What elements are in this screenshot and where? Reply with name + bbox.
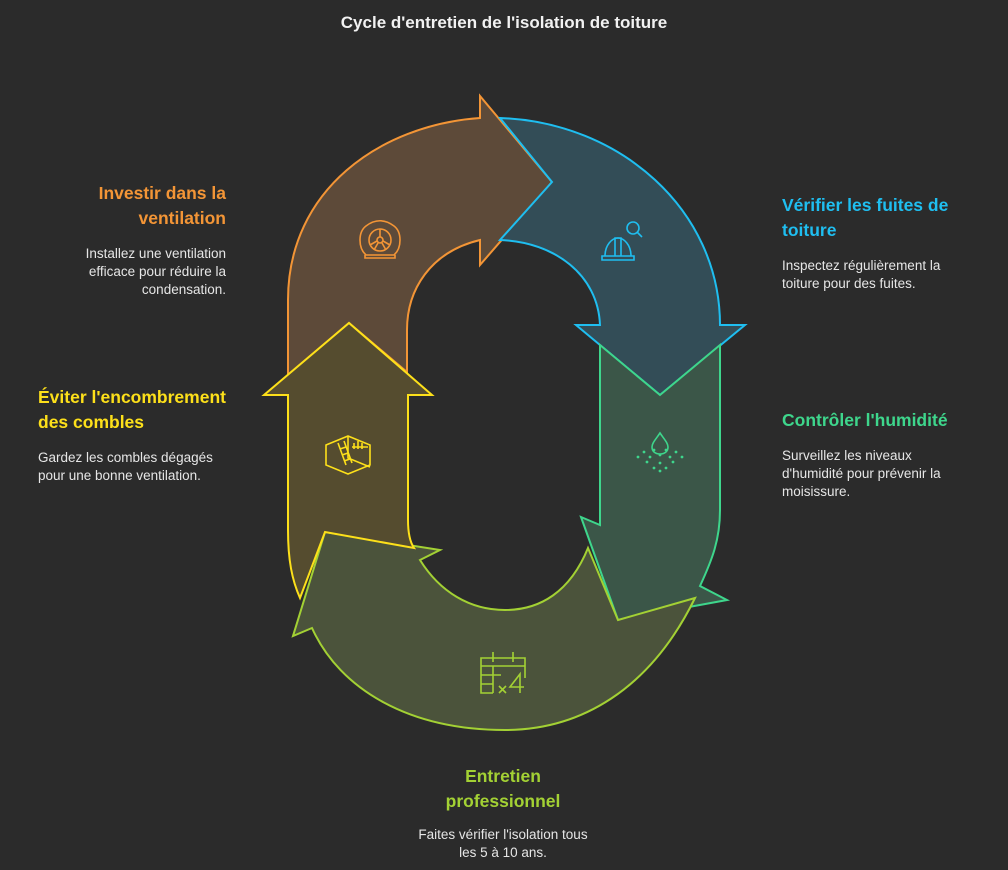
step-title: Éviter l'encombrement des combles <box>38 387 226 432</box>
diagram-title: Cycle d'entretien de l'isolation de toit… <box>340 13 668 32</box>
arrow-entretien <box>291 530 697 732</box>
step-combles: Éviter l'encombrement des combles Gardez… <box>38 385 233 485</box>
step-fuites: Vérifier les fuites de toiture Inspectez… <box>782 193 972 293</box>
calendar-x4-icon <box>480 652 526 694</box>
step-description: Surveillez les niveaux d'humidité pour p… <box>782 448 941 499</box>
droplet-icon <box>636 431 684 473</box>
step-title: Investir dans la ventilation <box>98 183 226 228</box>
step-title: Vérifier les fuites de toiture <box>782 195 949 240</box>
arrow-ventilation <box>287 93 554 378</box>
step-title: Entretien professionnel <box>445 766 561 811</box>
step-description: Installez une ventilation efficace pour … <box>85 246 226 297</box>
step-description: Inspectez régulièrement la toiture pour … <box>782 258 941 291</box>
step-entretien: Entretien professionnel Faites vérifier … <box>403 764 603 862</box>
step-description: Faites vérifier l'isolation tous les 5 à… <box>418 827 588 860</box>
fan-icon <box>359 219 401 259</box>
step-humidite: Contrôler l'humidité Surveillez les nive… <box>782 408 982 501</box>
step-description: Gardez les combles dégagés pour une bonn… <box>38 450 213 483</box>
attic-ladder-icon <box>325 435 371 475</box>
step-title: Contrôler l'humidité <box>782 410 948 430</box>
helmet-search-icon <box>601 221 643 261</box>
step-ventilation: Investir dans la ventilation Installez u… <box>60 181 226 299</box>
